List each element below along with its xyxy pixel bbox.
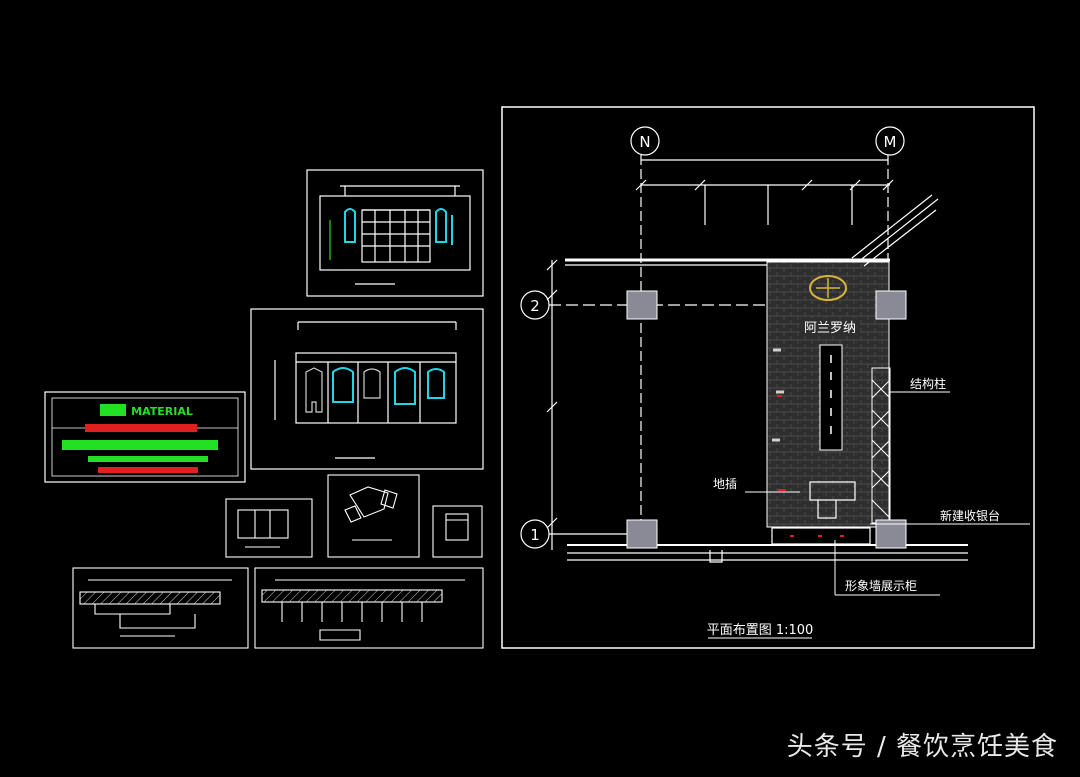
brand-logo-icon <box>809 275 847 301</box>
structural-column <box>875 519 907 549</box>
grid-label-2: 2 <box>530 297 540 315</box>
label-display: 形象墙展示柜 <box>845 579 917 593</box>
detail-thumbnail-center <box>327 474 420 558</box>
legend-title: MATERIAL <box>131 405 193 418</box>
cashier-counter <box>771 481 871 545</box>
grid-bubble-n <box>630 126 660 156</box>
label-counter: 新建收银台 <box>940 508 1000 523</box>
grid-label-m: M <box>884 133 897 151</box>
material-legend <box>44 391 246 483</box>
grid-label-1: 1 <box>530 526 540 544</box>
detail-thumbnail-right <box>432 505 483 558</box>
label-column: 结构柱 <box>910 376 946 391</box>
watermark: 头条号 / 餐饮烹饪美食 <box>786 732 1058 762</box>
drawing-title: 平面布置图 1:100 <box>707 623 814 638</box>
elevation-thumbnail-top <box>306 169 484 297</box>
detail-thumbnail-left <box>225 498 313 558</box>
structural-column <box>626 519 658 549</box>
section-thumbnail-right <box>254 567 484 649</box>
label-floor-socket: 地插 <box>713 477 737 491</box>
structural-column <box>875 290 907 320</box>
structural-column <box>626 290 658 320</box>
grid-label-n: N <box>639 133 650 151</box>
section-thumbnail-left <box>72 567 249 649</box>
floor-plan-frame <box>501 106 1035 649</box>
grid-bubble-m <box>875 126 905 156</box>
brand-sign: 阿兰罗纳 <box>804 321 856 336</box>
elevation-thumbnail-middle <box>250 308 484 470</box>
